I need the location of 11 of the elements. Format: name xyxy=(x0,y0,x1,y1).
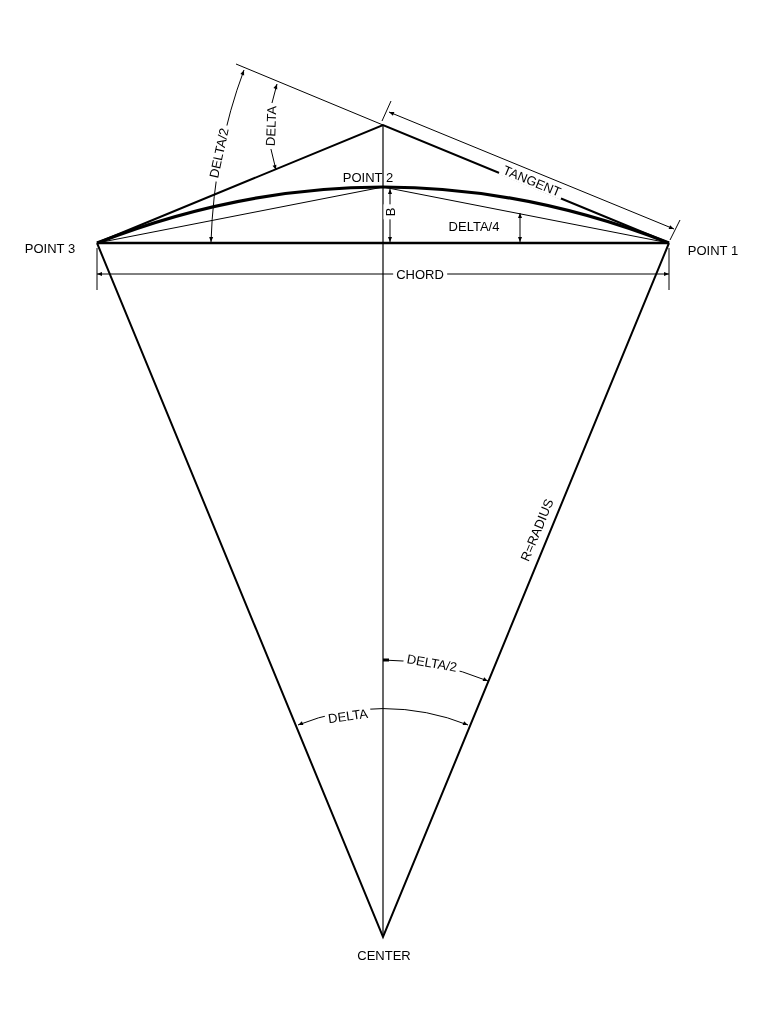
angle-label: DELTA xyxy=(324,706,372,726)
angle-label: DELTA xyxy=(263,102,279,150)
angle-label: DELTA/2 xyxy=(206,123,232,183)
point-label: POINT 2 xyxy=(341,170,395,184)
dimension-label: B xyxy=(383,204,397,220)
dimension-label: CHORD xyxy=(393,267,447,281)
angle-label: DELTA/2 xyxy=(402,651,462,675)
point-label: POINT 1 xyxy=(686,243,740,257)
point-label: CENTER xyxy=(356,948,412,962)
angle-label: DELTA/4 xyxy=(447,219,501,233)
point-label: POINT 3 xyxy=(23,241,77,255)
